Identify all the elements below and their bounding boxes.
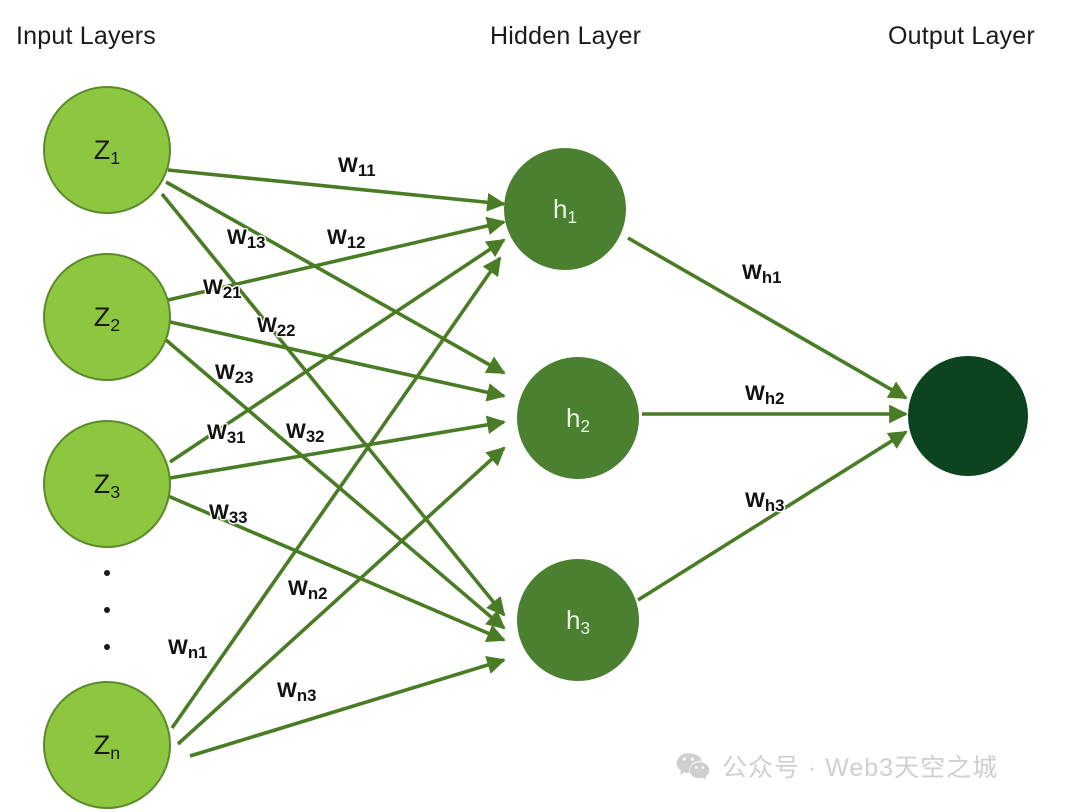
edge-z1-h1 [167,168,506,212]
node-label-h3: h3 [565,605,590,639]
hidden-layer-title: Hidden Layer [490,22,642,50]
weight-label-w13: W13 [227,226,266,252]
input-node-z3: Z3 [43,420,171,548]
hidden-node-h3: h3 [517,559,639,681]
node-label-z3: Z3 [93,468,121,502]
node-label-h2: h2 [565,403,590,437]
input-node-z1: Z1 [43,86,171,214]
ellipsis-dot-3 [104,644,110,650]
weight-label-wh1: Wh1 [742,261,782,287]
weight-label-w11: W11 [338,154,376,180]
edge-h1-out [627,236,908,400]
weight-label-wn2: Wn2 [288,577,328,603]
edge-z3-h3 [167,494,506,642]
edge-zn-h1 [170,256,502,730]
node-label-z2: Z2 [93,301,121,335]
edge-z3-h1 [169,238,506,464]
weight-label-w21: W21 [203,276,242,302]
ellipsis-dot-2 [104,607,110,613]
node-label-zn: Zn [93,729,121,763]
weight-label-w33: W33 [209,501,248,527]
edge-zn-h3 [189,655,506,758]
edge-z3-h2 [169,415,506,480]
hidden-node-h2: h2 [517,357,639,479]
edge-z2-h2 [169,320,506,402]
weight-label-w23: W23 [215,361,254,387]
input-node-z2: Z2 [43,253,171,381]
watermark: 公众号 · Web3天空之城 [676,748,998,784]
edge-zn-h2 [176,446,506,746]
ellipsis-dot-1 [104,570,110,576]
node-label-h1: h1 [552,194,577,228]
input-layer-title: Input Layers [16,22,156,50]
weight-label-w22: W22 [257,314,296,340]
edge-h3-out [637,430,908,602]
weight-label-wn3: Wn3 [277,679,317,705]
weight-label-wn1: Wn1 [168,636,208,662]
watermark-text: 公众号 · Web3天空之城 [722,754,999,782]
edge-z1-h2 [165,180,506,375]
edge-z2-h1 [167,216,506,302]
output-layer-title: Output Layer [888,22,1035,50]
weight-label-w31: W31 [207,421,246,447]
edge-z1-h3 [160,192,506,617]
input-node-zn: Zn [43,681,171,809]
wechat-icon [676,752,710,780]
edge-z2-h3 [164,338,506,630]
weight-label-w12: W12 [327,226,366,252]
weight-label-w32: W32 [286,420,325,446]
hidden-node-h1: h1 [504,148,626,270]
node-label-z1: Z1 [93,134,121,168]
weight-label-wh2: Wh2 [745,382,785,408]
output-node-out [908,356,1028,476]
weight-label-wh3: Wh3 [745,489,785,515]
